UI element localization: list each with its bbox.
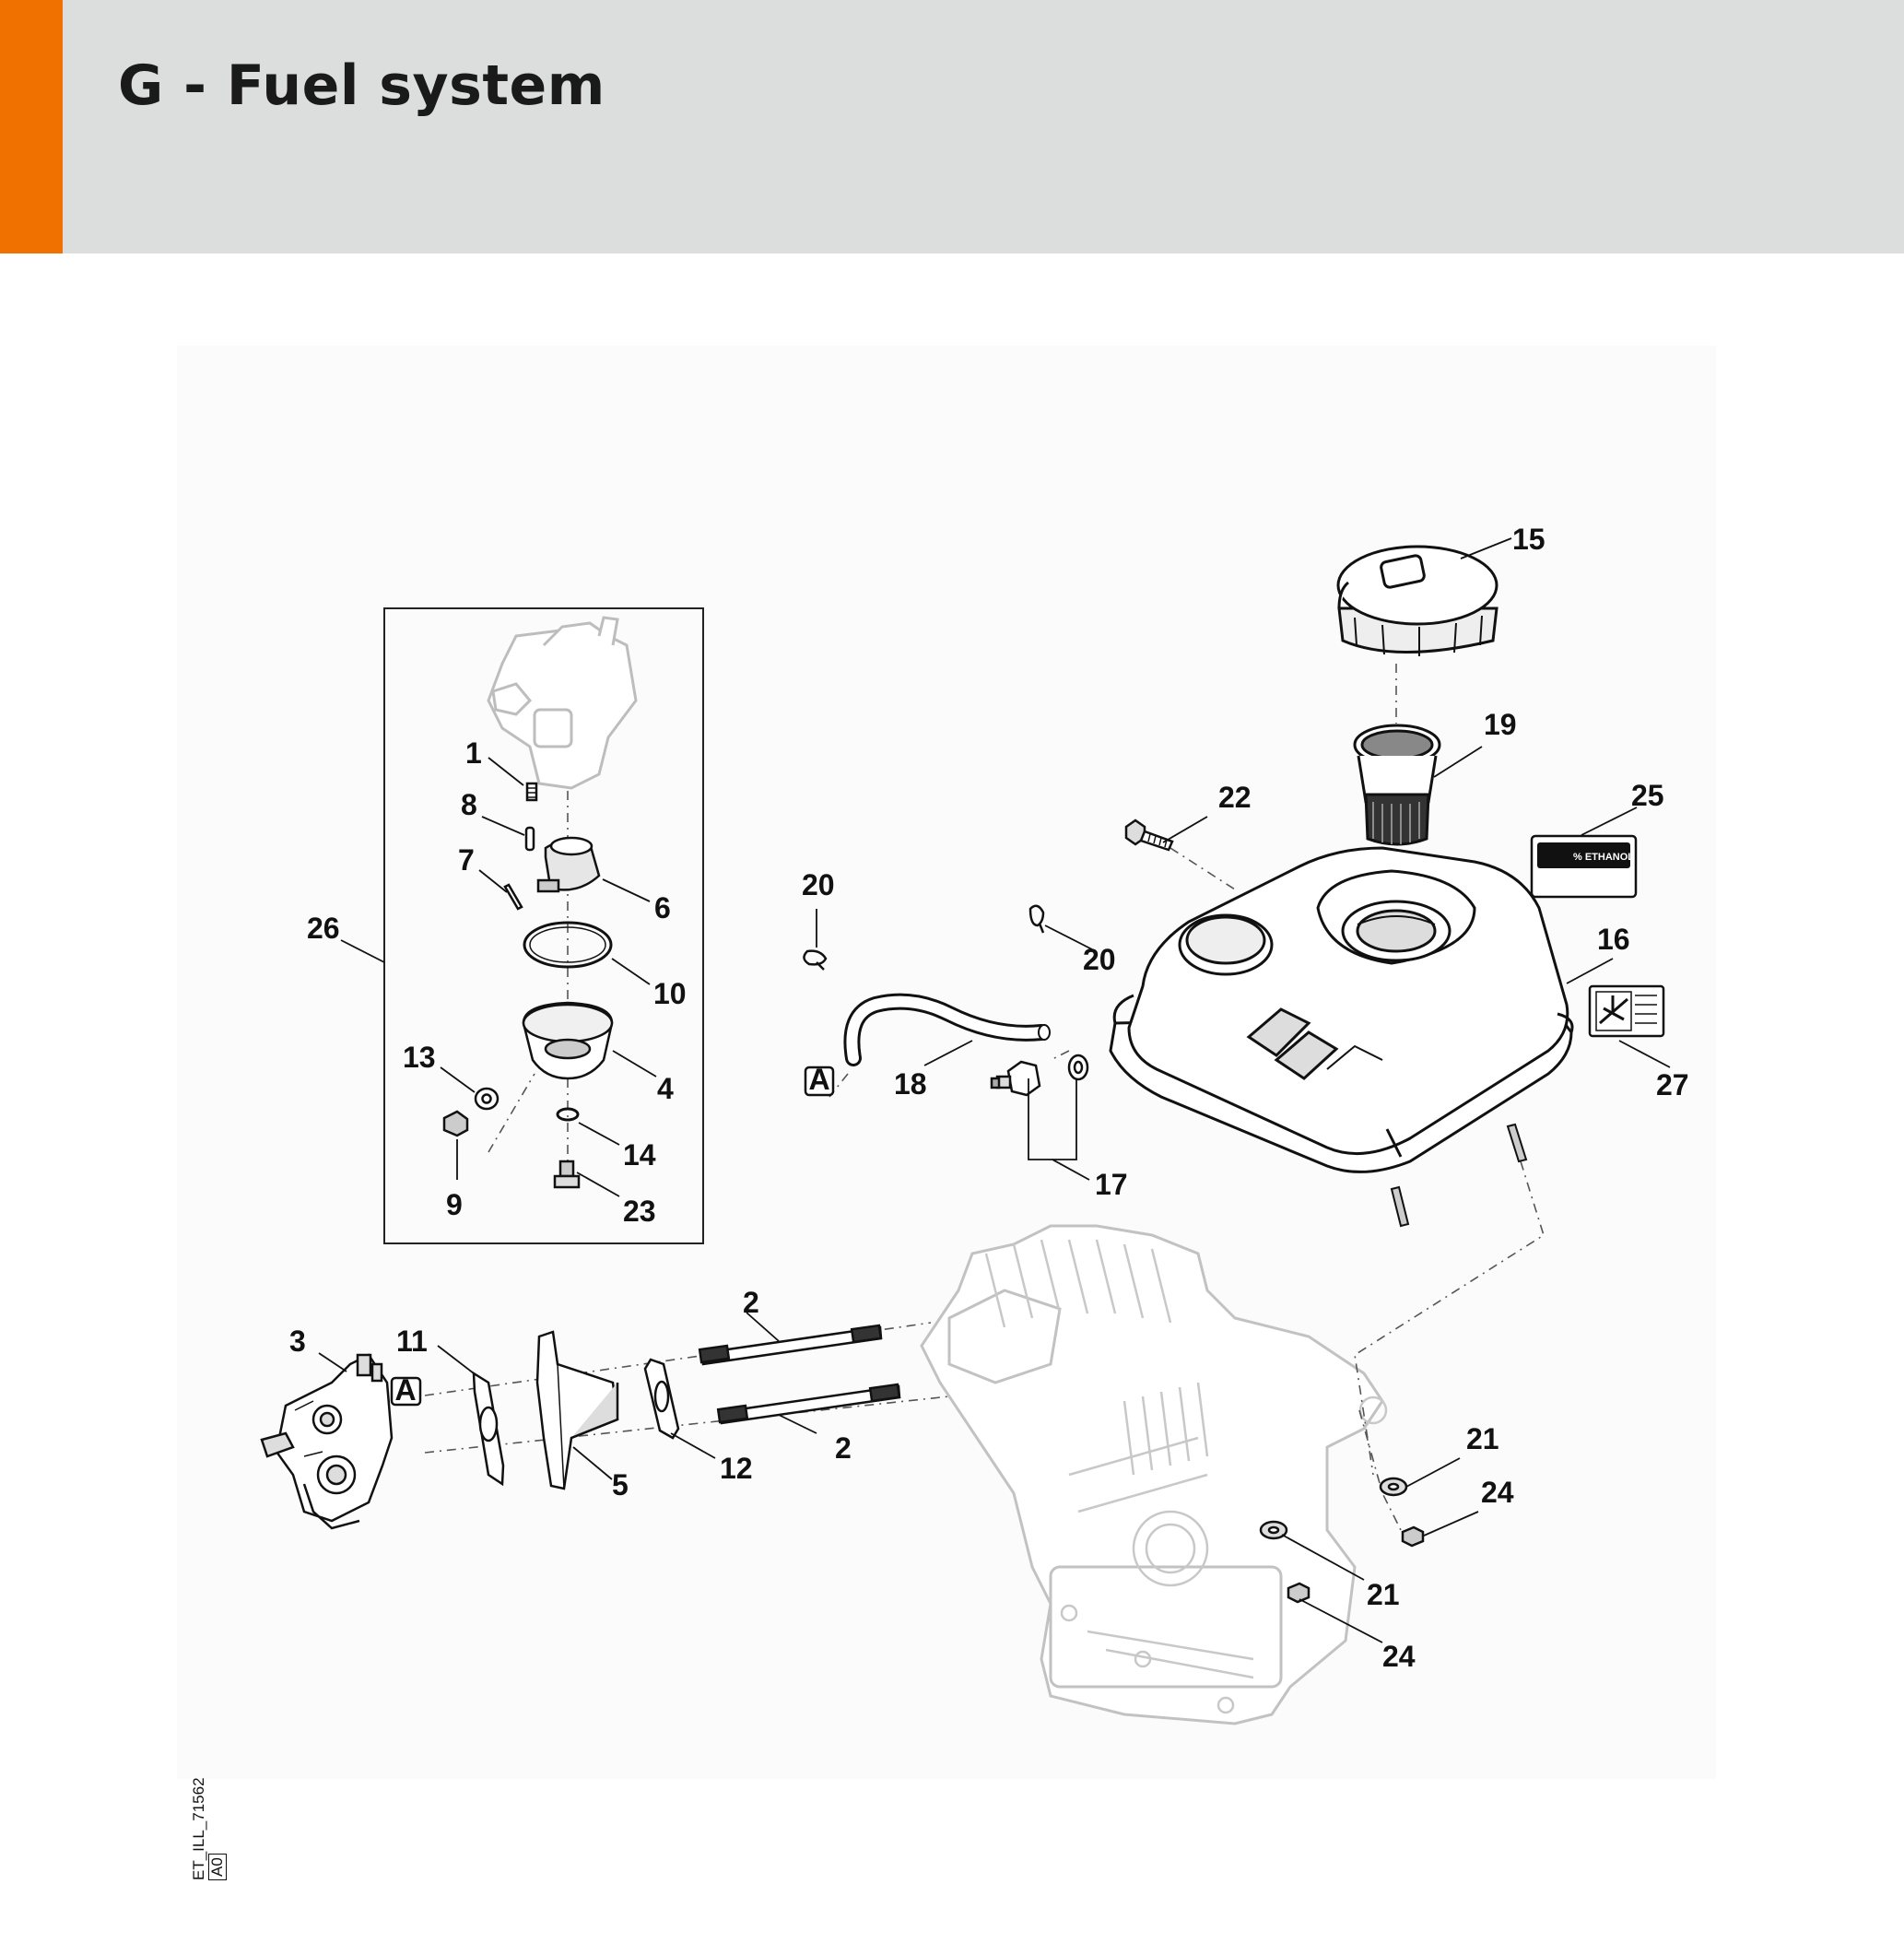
callout-10: 10 xyxy=(653,977,687,1010)
bowl-bolt-part xyxy=(558,1160,575,1178)
callout-8: 8 xyxy=(461,788,477,821)
fuel-strainer-part xyxy=(1353,724,1441,846)
callout-13: 13 xyxy=(403,1041,436,1074)
gasket-12-part xyxy=(643,1358,680,1440)
callout-19: 19 xyxy=(1484,708,1517,741)
callout-16: 16 xyxy=(1597,923,1630,956)
illustration-code: ET_ILL_71562 A0 xyxy=(190,1777,227,1880)
inset-parts xyxy=(442,782,614,1189)
tank-bolt-part xyxy=(1124,818,1174,852)
callout-23: 23 xyxy=(623,1195,656,1228)
callout-20-left: 20 xyxy=(802,868,835,901)
callout-14: 14 xyxy=(623,1138,656,1172)
callout-2-bottom: 2 xyxy=(835,1431,852,1465)
nuts-washers-part xyxy=(1259,1477,1425,1604)
engine-block xyxy=(920,1224,1388,1725)
illustration-code-line1: ET_ILL_71562 xyxy=(190,1777,207,1880)
ethanol-decal: % ETHANOL xyxy=(1530,834,1638,899)
callout-6: 6 xyxy=(654,891,671,924)
callout-1: 1 xyxy=(465,736,482,770)
stud-bolts-part xyxy=(698,1324,901,1425)
warning-decal xyxy=(1588,984,1665,1038)
carburetor-body-inset xyxy=(487,616,638,790)
reference-a-marker: A A xyxy=(390,1063,835,1407)
callout-7: 7 xyxy=(458,843,475,877)
callout-27: 27 xyxy=(1656,1068,1689,1101)
page-title: G - Fuel system xyxy=(118,53,605,118)
callout-11: 11 xyxy=(396,1325,428,1358)
page-header xyxy=(0,0,1904,253)
callout-5: 5 xyxy=(612,1468,629,1501)
callout-26: 26 xyxy=(307,912,340,945)
callout-24-right: 24 xyxy=(1481,1476,1514,1509)
callout-9: 9 xyxy=(446,1188,463,1221)
orange-accent-bar xyxy=(0,0,63,253)
callout-24-bottom: 24 xyxy=(1382,1640,1416,1673)
callout-17: 17 xyxy=(1095,1168,1128,1201)
callout-3: 3 xyxy=(289,1325,306,1358)
float-pin-part xyxy=(524,826,535,852)
spring-part xyxy=(525,782,538,802)
callout-22: 22 xyxy=(1218,781,1252,814)
callout-labels: 1 8 7 6 26 10 4 13 14 9 23 15 19 22 25 1… xyxy=(289,523,1689,1673)
callout-2-top: 2 xyxy=(743,1286,759,1319)
decal-text: % ETHANOL xyxy=(1573,852,1634,863)
illustration-code-line2: A0 xyxy=(208,1854,227,1880)
callout-25: 25 xyxy=(1631,779,1664,812)
fuel-cap-part xyxy=(1336,545,1499,656)
fuel-hose-part xyxy=(843,993,1051,1066)
callout-21-bottom: 21 xyxy=(1367,1578,1400,1611)
callout-18: 18 xyxy=(894,1067,927,1101)
reference-a-label: A xyxy=(808,1063,829,1096)
fuel-valve-part xyxy=(990,1054,1089,1097)
clip-part xyxy=(503,883,523,911)
insulator-5-part xyxy=(535,1330,619,1490)
bowl-gasket-part xyxy=(523,921,613,969)
carburetor-part xyxy=(260,1353,394,1530)
drain-screw-part xyxy=(442,1110,469,1137)
reference-a-label: A xyxy=(394,1373,416,1407)
callout-21-right: 21 xyxy=(1466,1422,1499,1455)
fuel-tank-part xyxy=(1109,846,1574,1228)
callout-12: 12 xyxy=(720,1452,753,1485)
callout-20-right: 20 xyxy=(1083,943,1116,976)
o-ring-part xyxy=(556,1107,580,1122)
callout-4: 4 xyxy=(657,1072,674,1105)
hose-clamp-part xyxy=(803,904,1045,971)
callout-15: 15 xyxy=(1512,523,1546,556)
leader-lines xyxy=(318,537,1671,1643)
gasket-11-part xyxy=(472,1371,505,1487)
carburetor-kit-inset xyxy=(383,607,704,1244)
